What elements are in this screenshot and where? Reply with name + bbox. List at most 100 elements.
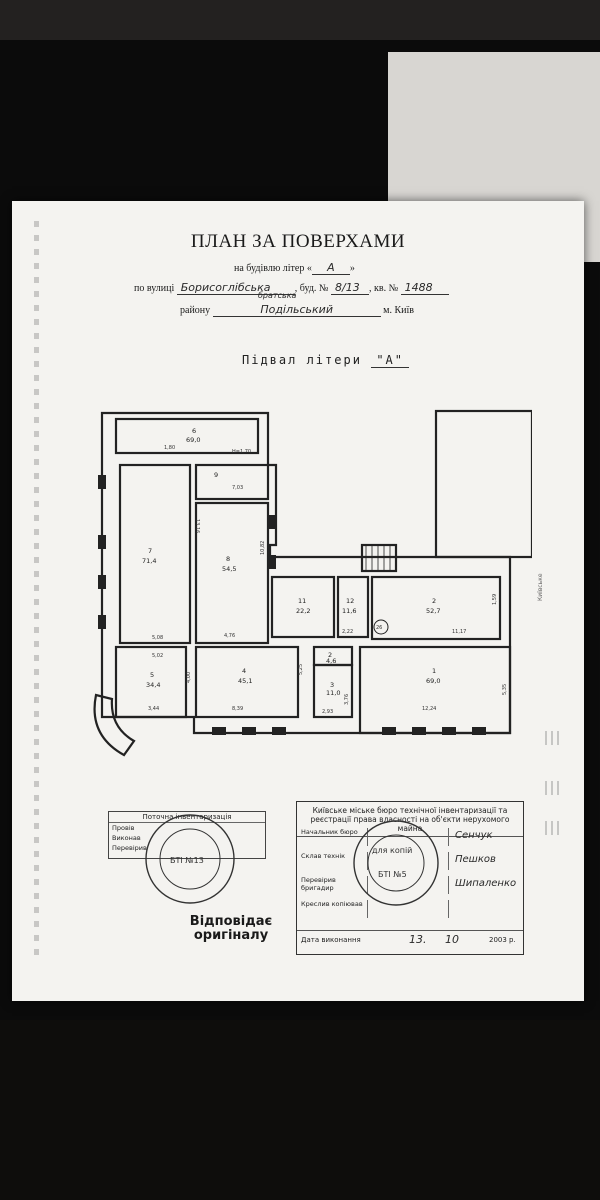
verified-stamp: Відповідає оригіналу <box>189 914 273 943</box>
document-title: ПЛАН ЗА ПОВЕРХАМИ <box>190 231 406 252</box>
left-stamp-code: БТІ №13 <box>170 856 204 865</box>
building-suffix: » <box>349 263 355 274</box>
floor-plan: 26 6 69,0 7 71,4 9 8 54,5 11 22,2 12 11,… <box>93 409 532 757</box>
room-4-number: 4 <box>242 667 246 675</box>
room-3-area: 11,0 <box>326 689 340 697</box>
section-title-text: Підвал літери <box>242 353 362 367</box>
inventory-row-1: Провів <box>112 824 135 832</box>
room-4-area: 45,1 <box>238 677 252 685</box>
margin-ticks <box>545 731 559 835</box>
bti-label-check: Перевірив бригадир <box>301 876 336 892</box>
right-stamp-text: для копій <box>372 846 412 855</box>
building-line: на будівлю літер «А» <box>234 261 355 275</box>
room-10-area: 54,5 <box>222 565 236 573</box>
street-value: Борисоглібська <box>176 281 295 295</box>
room-9-number: 9 <box>214 471 218 479</box>
room-8-outline <box>114 417 260 455</box>
room-2-number: 2 <box>432 597 436 605</box>
dim-17: 7,03 <box>232 485 243 491</box>
room-11-outline <box>270 575 336 639</box>
street-line: по вулиці Борисоглібська, буд. № 8/13, к… <box>134 281 449 295</box>
stair-bottom-left <box>93 693 136 757</box>
bti-row-check: Перевірив бригадир Шипаленко <box>297 876 523 894</box>
bti-label-tech: Склав технік <box>301 852 346 860</box>
dim-15: 4,00 <box>186 672 192 683</box>
circle-label: 26 <box>376 625 382 631</box>
annex-outline <box>434 409 532 559</box>
bti-row-tech: Склав технік Пешков <box>297 852 523 870</box>
city-label: м. Київ <box>383 305 415 316</box>
room-3-number: 3 <box>330 681 334 689</box>
side-note: Київське <box>537 573 544 601</box>
stair-hatch <box>365 545 391 571</box>
dim-7: 5,25 <box>298 664 304 675</box>
dim-10: 2,22 <box>342 629 353 635</box>
building-letter: А <box>311 261 350 275</box>
room-1-number: 1 <box>432 667 436 675</box>
room-2b-area: 4,6 <box>326 657 336 665</box>
district-value: Подільський <box>212 303 381 317</box>
bti-box: Київське міське бюро технічної інвентари… <box>296 801 524 955</box>
dim-5: 12,24 <box>422 706 436 712</box>
district-note: братська <box>258 291 296 300</box>
dim-16: 10,82 <box>260 541 266 555</box>
bti-sign-draw <box>367 900 449 918</box>
document-sheet: ПЛАН ЗА ПОВЕРХАМИ на будівлю літер «А» п… <box>12 201 584 1001</box>
bti-date-year: 2003 р. <box>489 936 516 944</box>
room-10-outline <box>194 501 270 645</box>
dim-12: 1,59 <box>492 594 498 605</box>
inventory-row-3: Перевірив <box>112 844 147 852</box>
dim-11: 11,17 <box>452 629 466 635</box>
inventory-header: Поточна інвентаризація <box>109 812 265 823</box>
room-12-outline <box>336 575 370 639</box>
dim-14: 3,44 <box>148 706 159 712</box>
bti-row-draw: Креслив копіював <box>297 900 523 918</box>
bti-date-row: Дата виконання 13. 10 2003 р. <box>297 930 523 951</box>
district-line: району Подільський м. Київ <box>180 303 414 317</box>
stair-top <box>360 543 398 573</box>
room-9-outline <box>194 463 270 501</box>
house-value: 8/13 <box>330 281 369 295</box>
room-12-area: 11,6 <box>342 607 356 615</box>
apt-value: 1488 <box>400 281 449 295</box>
bti-date-month: 10 <box>445 933 459 946</box>
bti-name-tech: Пешков <box>455 854 496 865</box>
background-top <box>0 0 600 40</box>
room-7-number: 7 <box>148 547 152 555</box>
apt-prefix: , кв. № <box>368 283 399 294</box>
dim-13: 5,35 <box>502 684 508 695</box>
house-prefix: , буд. № <box>294 283 329 294</box>
dim-8: 3,76 <box>344 694 350 705</box>
room-2b-outline <box>312 645 354 667</box>
bti-row-head: Начальник бюро Сенчук <box>297 828 523 846</box>
bti-sign-head <box>367 828 449 846</box>
dim-6: 4,76 <box>224 633 235 639</box>
room-2-outline <box>370 575 502 641</box>
section-letter: "А" <box>371 353 410 368</box>
right-stamp-code: БТІ №5 <box>378 870 407 879</box>
room-5-number: 5 <box>150 671 154 679</box>
bti-label-draw: Креслив копіював <box>301 900 363 908</box>
dim-3: 5,02 <box>152 653 163 659</box>
room-7-outline <box>118 463 192 645</box>
room-11-number: 11 <box>298 597 306 605</box>
bti-date-day: 13. <box>409 933 427 946</box>
windows <box>98 475 486 735</box>
circle-mark <box>373 619 389 635</box>
room-2b-number: 2 <box>328 651 332 659</box>
bti-name-check: Шипаленко <box>455 878 517 889</box>
right-stamp: для копій БТІ №5 <box>353 820 439 906</box>
room-1-area: 69,0 <box>426 677 440 685</box>
background-floor <box>0 1020 600 1200</box>
room-6-number: 6 <box>192 427 196 435</box>
dim-1: 13,16 <box>194 519 200 533</box>
inventory-row-2: Виконав <box>112 834 141 842</box>
dim-18: H=1,70 <box>232 449 251 455</box>
room-5-area: 34,4 <box>146 681 160 689</box>
dim-2: 5,08 <box>152 635 163 641</box>
bti-sign-tech <box>367 852 449 870</box>
room-2-area: 52,7 <box>426 607 440 615</box>
room-10-number: 8 <box>226 555 230 563</box>
left-stamp: БТІ №13 <box>145 814 235 904</box>
room-6-area: 69,0 <box>186 436 200 444</box>
